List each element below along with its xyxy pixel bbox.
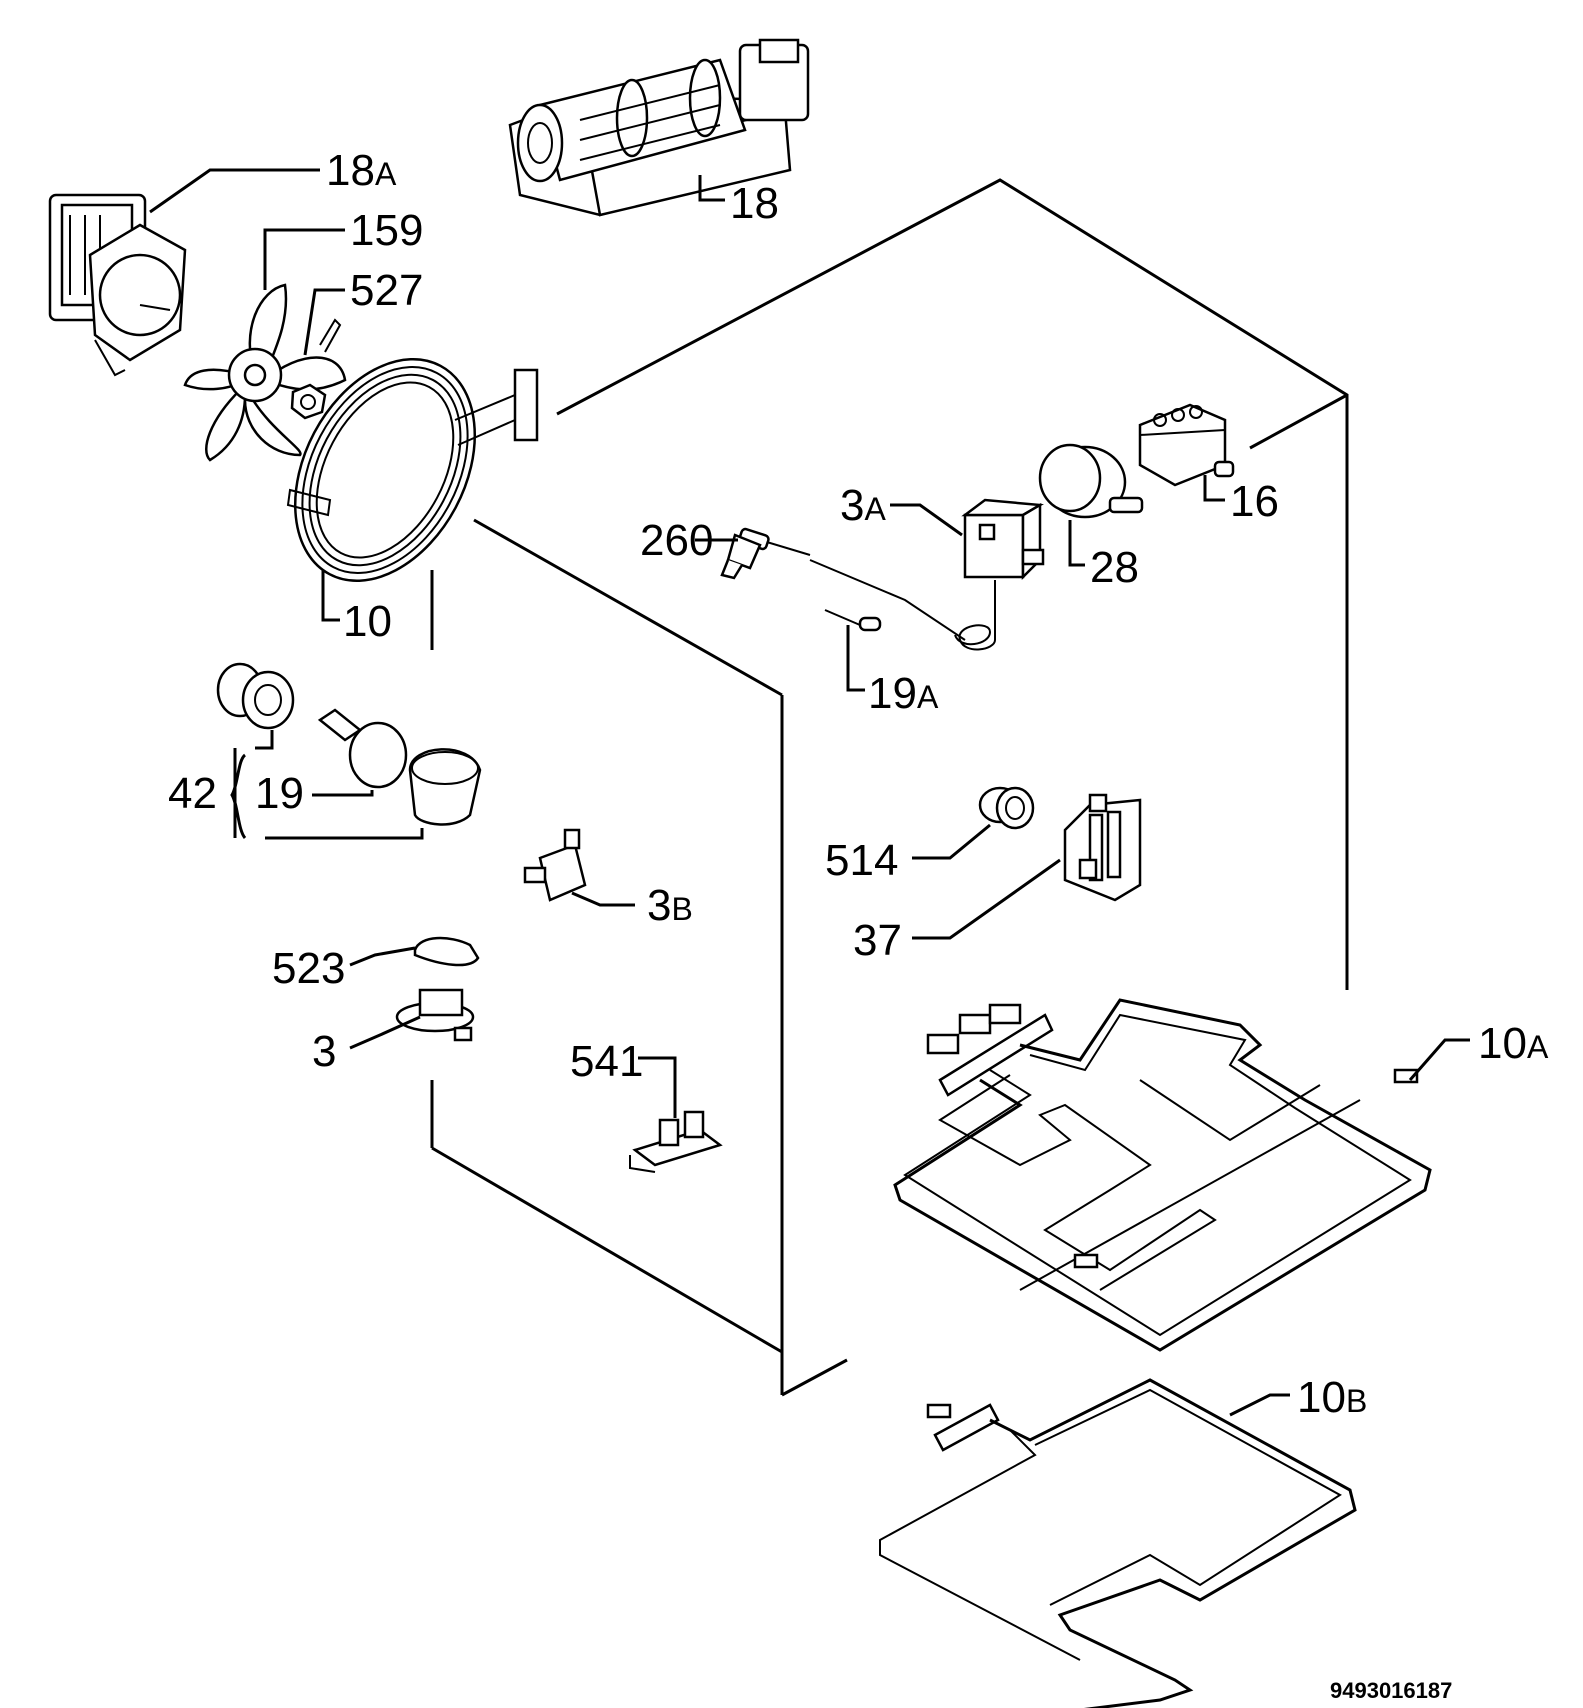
lamp-bulb-19-illustration — [317, 708, 408, 789]
label-3b: 3B — [647, 881, 693, 930]
probe-260-illustration — [720, 533, 762, 580]
circular-element-10-illustration — [286, 357, 539, 583]
label-527: 527 — [350, 266, 423, 315]
thermostat-3b-illustration — [523, 828, 587, 902]
label-514: 514 — [825, 836, 898, 885]
label-159: 159 — [350, 206, 423, 255]
bracket-523-illustration — [413, 936, 480, 967]
label-16: 16 — [1230, 477, 1279, 526]
part-labels: 18A 159 527 18 10 3A 260 28 16 19A 42 19… — [168, 146, 1549, 1703]
label-19a: 19A — [868, 669, 939, 718]
label-260: 260 — [640, 516, 713, 565]
label-10: 10 — [343, 597, 392, 646]
drawing-number: 9493016187 — [1330, 1678, 1452, 1703]
label-541: 541 — [570, 1037, 643, 1086]
motor-18a-illustration — [48, 193, 187, 377]
label-42: 42 — [168, 769, 217, 818]
switch-28-illustration — [1038, 443, 1144, 519]
label-3a: 3A — [840, 481, 886, 530]
label-18: 18 — [730, 179, 779, 228]
thermostat-3a-illustration — [738, 498, 1045, 651]
leader-lines — [149, 168, 1470, 1417]
grill-element-10a-illustration — [893, 998, 1432, 1352]
bottom-element-10b-illustration — [879, 1378, 1357, 1708]
terminal-block-541-illustration — [629, 1110, 723, 1173]
lamp-cover-illustration — [408, 748, 482, 826]
label-18a: 18A — [326, 146, 397, 195]
tangential-fan-18-illustration — [508, 38, 810, 217]
label-10b: 10B — [1297, 1373, 1367, 1422]
oven-cavity-outline — [430, 178, 1349, 1397]
grommet-514-illustration — [978, 786, 1035, 830]
sensor-19a-illustration — [824, 609, 882, 632]
fan-blade-159-illustration — [183, 283, 347, 462]
label-37: 37 — [853, 916, 902, 965]
label-523: 523 — [272, 944, 345, 993]
label-19: 19 — [255, 769, 304, 818]
safety-thermostat-3-illustration — [395, 988, 475, 1042]
label-10a: 10A — [1478, 1019, 1549, 1068]
label-28: 28 — [1090, 543, 1139, 592]
label-3: 3 — [312, 1027, 336, 1076]
selector-switch-16-illustration — [1138, 403, 1235, 487]
lamp-holder-42-illustration — [216, 662, 295, 730]
connector-37-illustration — [1063, 793, 1142, 902]
nut-527-illustration — [290, 318, 342, 420]
